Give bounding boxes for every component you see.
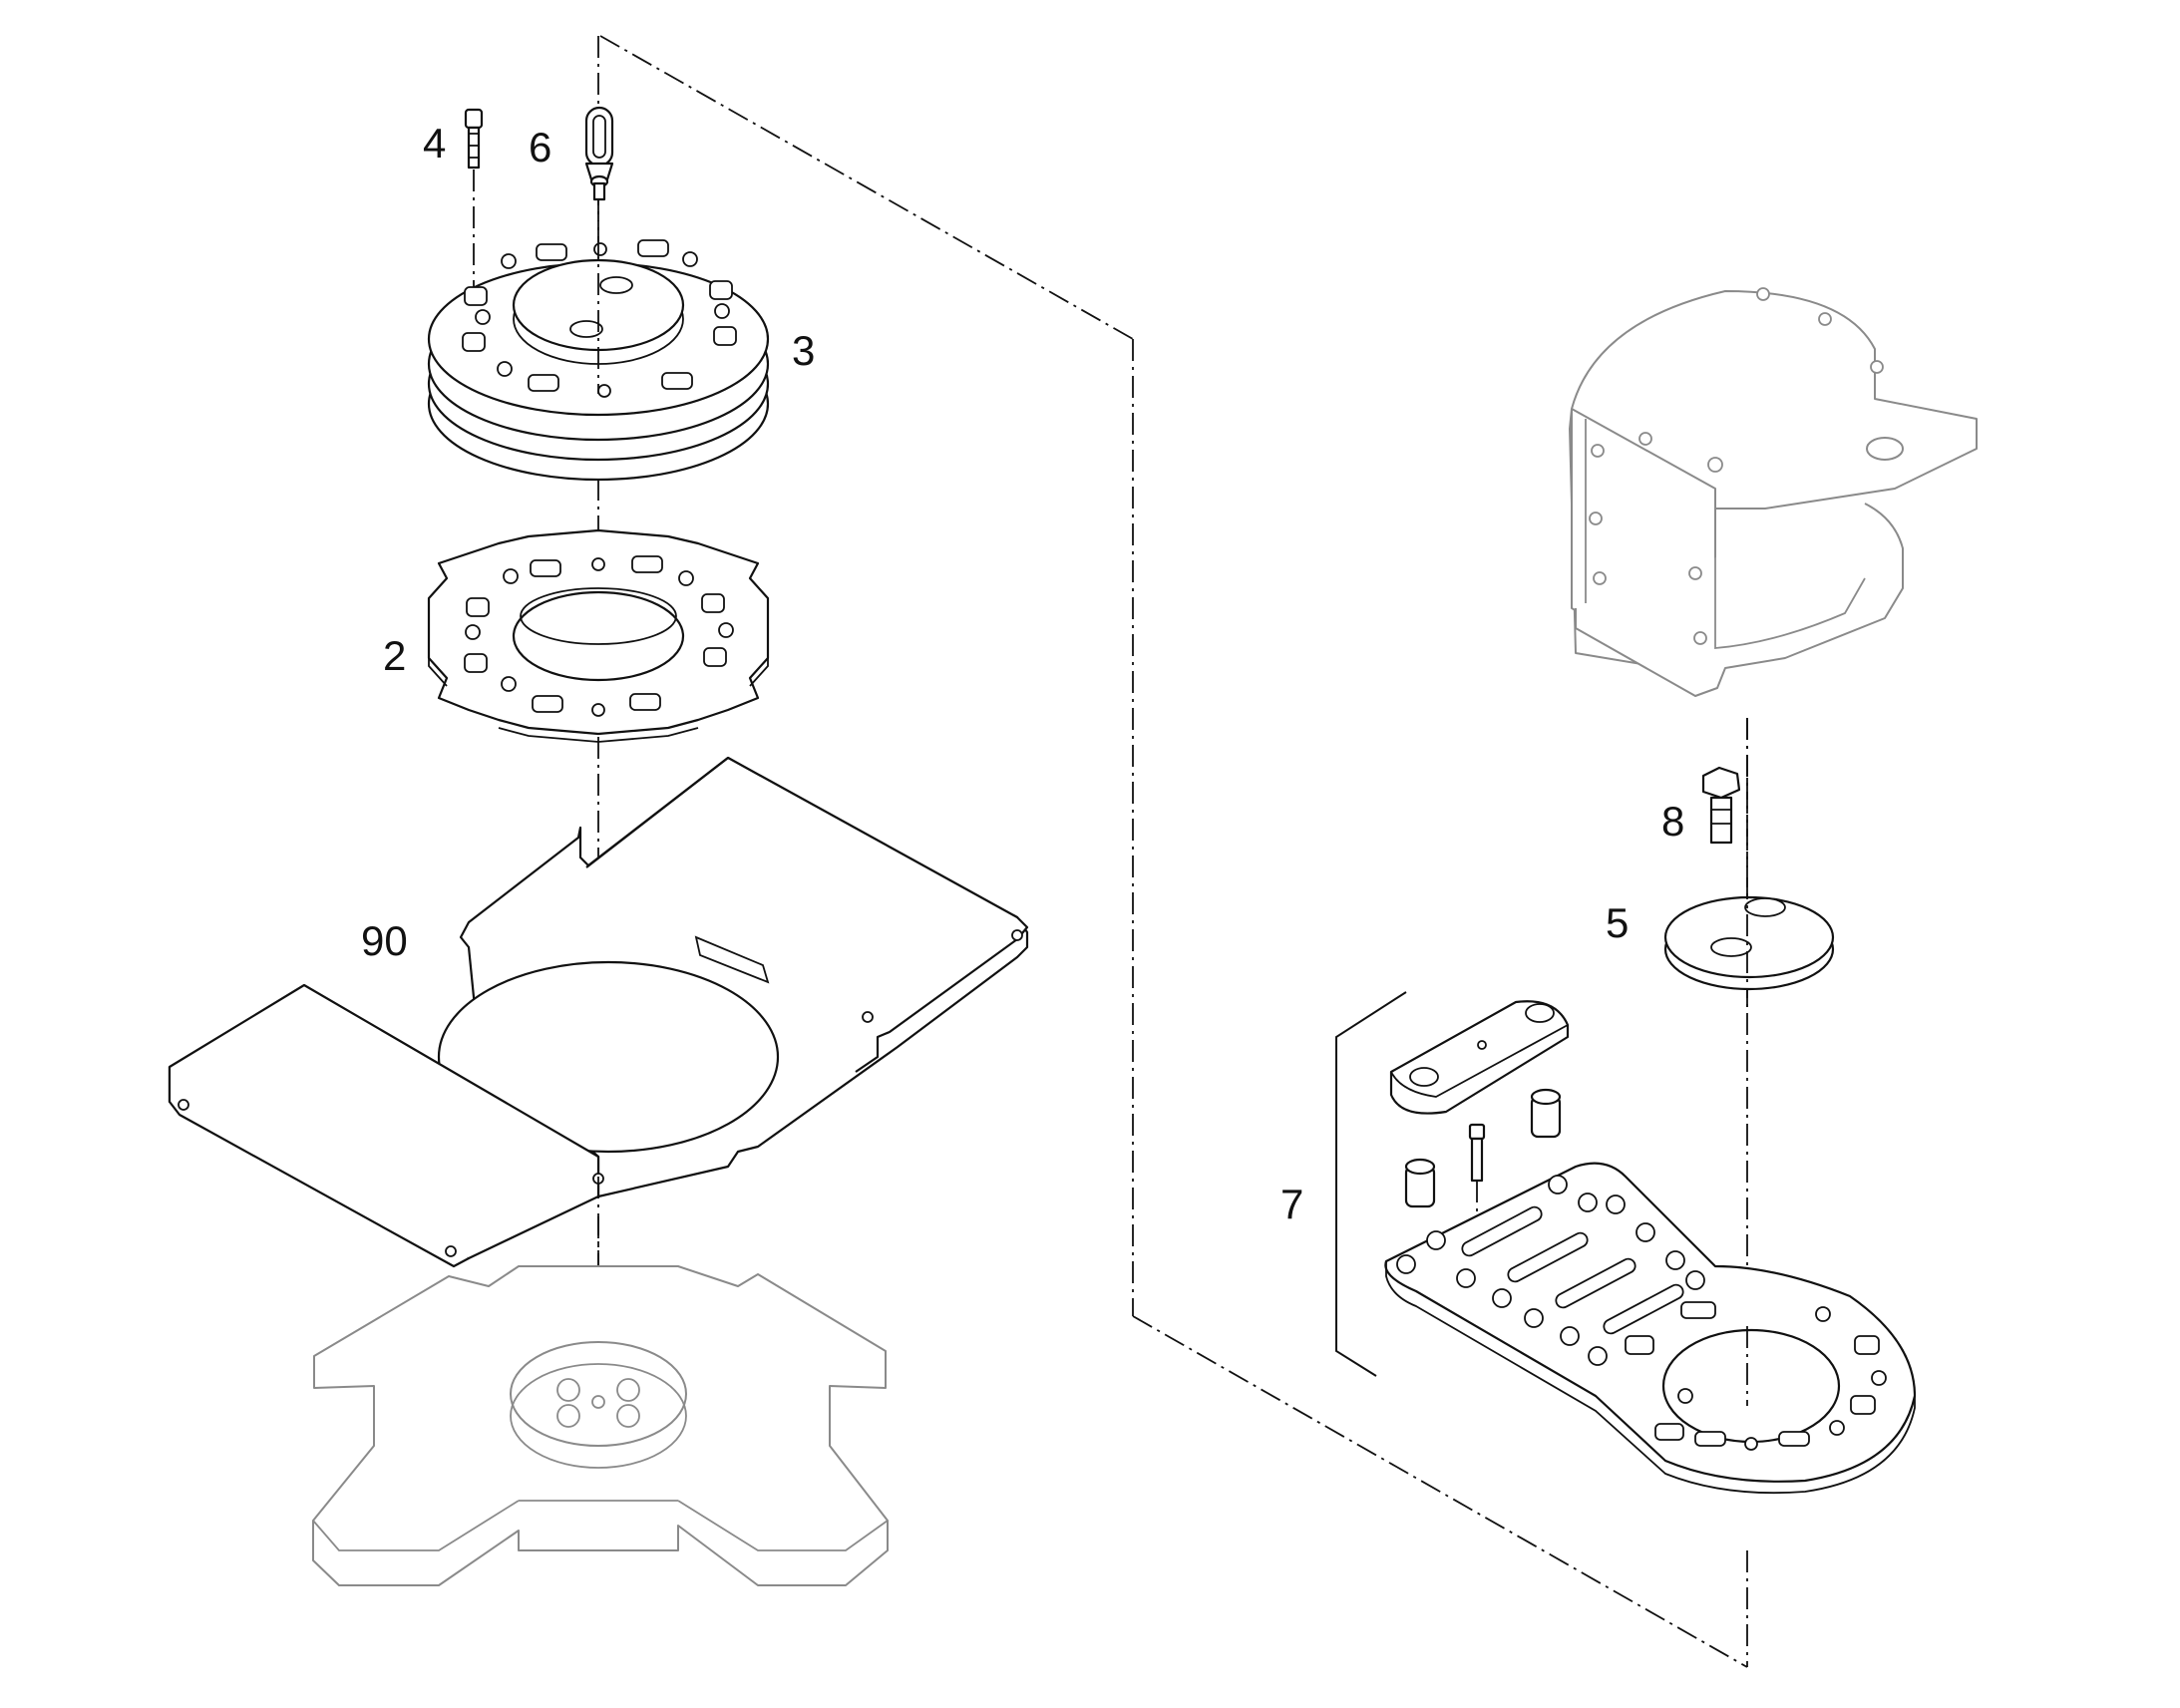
callout-labels: 4 6 3 2 90 8 5 7 [361,120,1684,1227]
adapter-ring-part [427,528,770,743]
callout-7: 7 [1280,1181,1303,1227]
cap-screw-part [464,108,484,311]
callout-3: 3 [792,327,815,374]
callout-4: 4 [423,120,446,167]
callout-6: 6 [529,124,551,171]
disk-stack-part [427,199,770,482]
callout-8: 8 [1661,798,1684,845]
hex-bolt-part [1701,766,1748,867]
callout-90: 90 [361,917,408,964]
plate-kit-part [1335,991,1917,1495]
callout-2: 2 [383,632,406,679]
housing-reference [1569,287,1978,778]
base-plate-reference [312,1265,889,1586]
callout-5: 5 [1606,899,1629,946]
lifting-eye-part [584,106,614,201]
washer-plate-part [1663,877,1835,1007]
sheet-bracket-part [168,756,1029,1396]
